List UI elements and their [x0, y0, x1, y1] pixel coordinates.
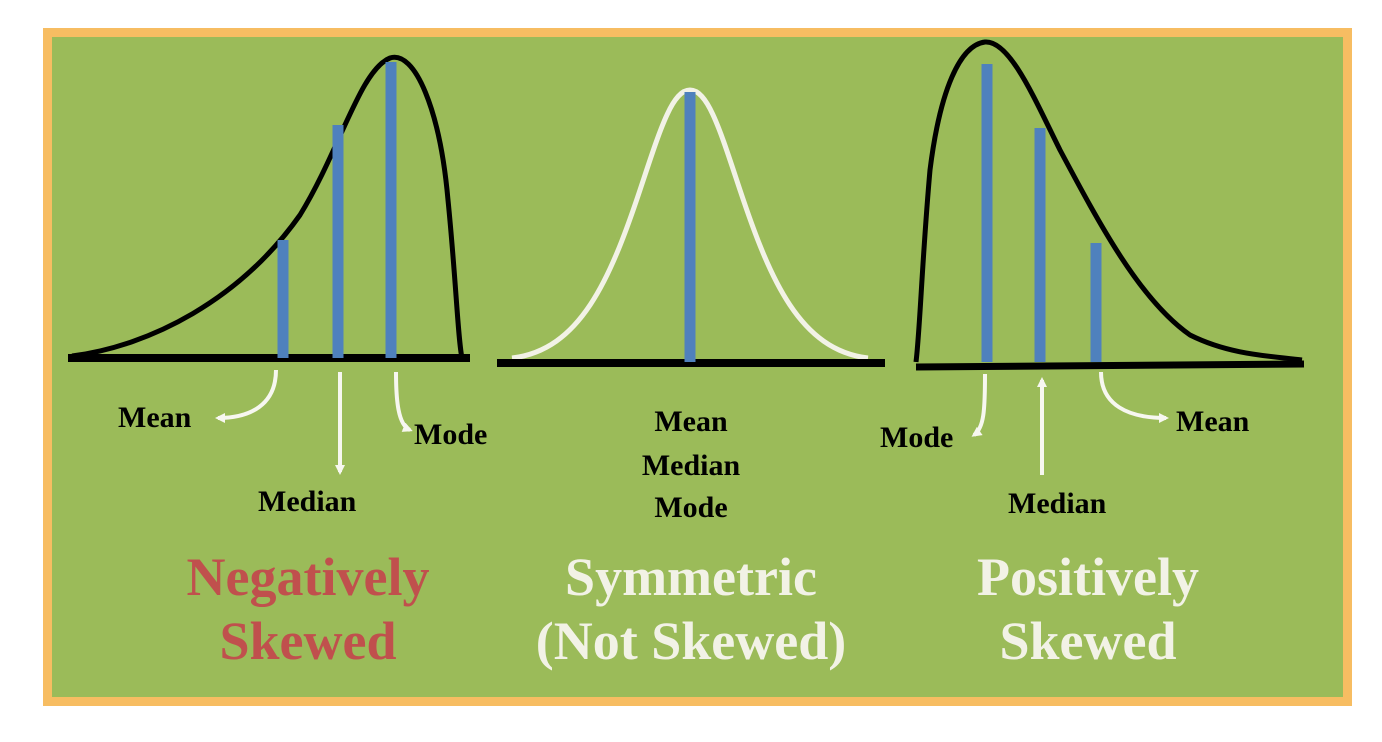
symmetric-label-mode: Mode — [654, 491, 728, 524]
negative-skew-panel — [68, 54, 470, 475]
positive-skew-curve — [913, 39, 1303, 363]
negative-mode-label: Mode — [414, 418, 488, 451]
positive-title-line1: Positively — [977, 547, 1199, 607]
negative-skew-curve — [71, 54, 465, 359]
negative-title-line1: Negatively — [186, 547, 430, 607]
symmetric-label-median: Median — [641, 449, 741, 482]
positive-mode-arrow — [971, 373, 987, 437]
negative-title-line2: Skewed — [219, 611, 397, 671]
symmetric-title-line1: Symmetric — [565, 547, 817, 607]
positive-mode-label: Mode — [880, 421, 954, 454]
symmetric-panel — [497, 87, 885, 367]
positive-baseline — [915, 360, 1305, 371]
symmetric-label-mean: Mean — [654, 405, 728, 438]
negative-mean-label: Mean — [118, 401, 192, 434]
positive-skew-panel — [913, 39, 1305, 475]
negative-mean-arrow — [215, 369, 278, 423]
positive-median-label: Median — [1008, 487, 1107, 520]
negative-median-label: Median — [258, 485, 357, 518]
positive-mean-label: Mean — [1176, 405, 1250, 438]
symmetric-curve — [511, 87, 869, 361]
negative-mode-arrow — [394, 371, 413, 432]
positive-mean-arrow — [1099, 371, 1169, 423]
positive-title-line2: Skewed — [999, 611, 1177, 671]
symmetric-title-line2: (Not Skewed) — [535, 611, 847, 671]
